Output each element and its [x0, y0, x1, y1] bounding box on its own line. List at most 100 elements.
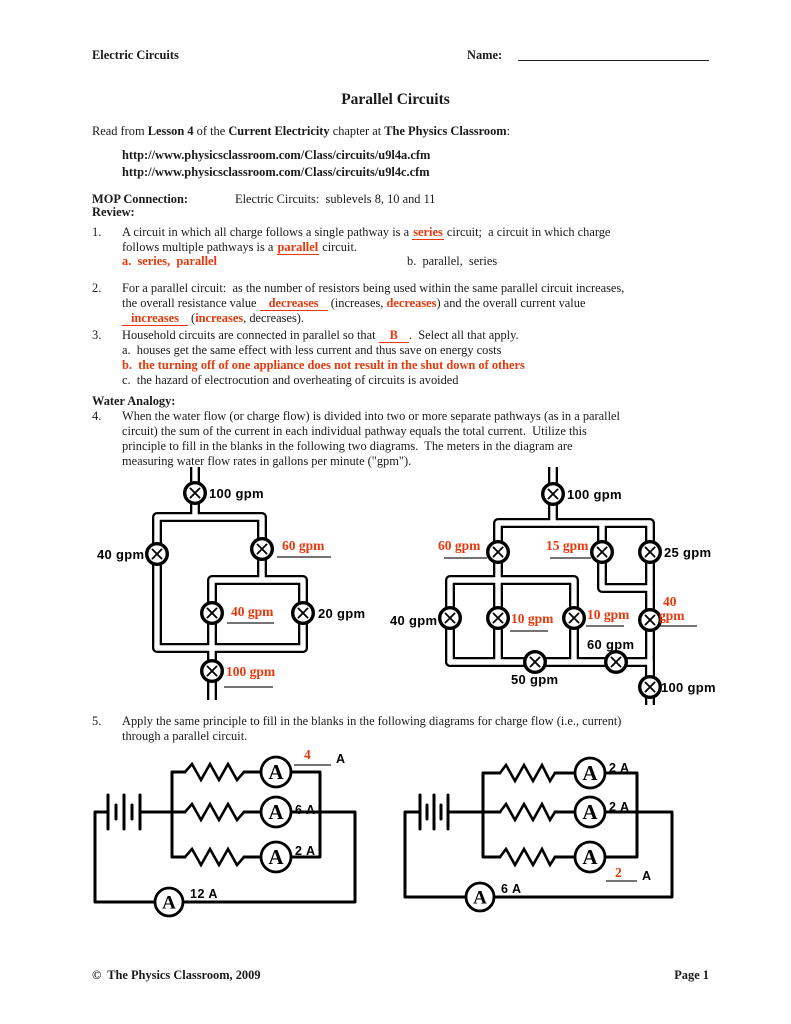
q1-text: A circuit in which all charge follows a … — [122, 225, 413, 239]
q1-line-2: follows multiple pathways is a parallel … — [122, 240, 357, 255]
page-number: Page 1 — [674, 968, 709, 982]
meter-label-left: 40 gpm — [97, 547, 144, 562]
flow-meter — [540, 481, 566, 507]
wires — [93, 770, 357, 904]
q2-text: ( — [187, 311, 196, 325]
q3-number: 3. — [92, 328, 102, 342]
current-label-total: 12 A — [190, 887, 218, 901]
answer-label-60gpm: 60 gpm — [282, 538, 325, 553]
q5-line-2: through a parallel circuit. — [122, 729, 248, 743]
q2-answer-increases: increases — [122, 311, 188, 326]
meter-label-40gpm: 40 gpm — [390, 613, 437, 628]
url-1: http://www.physicsclassroom.com/Class/ci… — [122, 148, 431, 162]
wires — [403, 771, 674, 899]
flow-meter — [199, 600, 225, 626]
q4-line-2: circuit) the sum of the current in each … — [122, 424, 587, 438]
read-text: Read from — [92, 124, 148, 138]
answer-label-100gpm: 100 gpm — [226, 664, 276, 679]
q2-text: (increases, — [327, 296, 387, 310]
page-title: Parallel Circuits — [341, 91, 450, 108]
flow-meter — [199, 658, 225, 684]
meter-label-100gpm: 100 gpm — [661, 680, 716, 695]
q4-number: 4. — [92, 409, 102, 423]
q2-red-increases: increases — [195, 311, 244, 325]
answer-label-40-line1: 40 — [663, 594, 677, 609]
flow-meter — [637, 607, 663, 633]
review-heading: Review: — [92, 205, 135, 219]
lesson-ref: Lesson 4 — [147, 124, 194, 138]
q3-option-b-answer: b. the turning off of one appliance does… — [122, 358, 525, 372]
q2-line-3: increases (increases, decreases). — [122, 311, 305, 326]
answer-current-bottom: 2 — [615, 865, 622, 880]
current-label-top: 2 A — [609, 761, 630, 775]
q3-answer-b: B — [378, 328, 409, 343]
answer-label-40gpm: 40 gpm — [231, 604, 274, 619]
ammeter-letter: A — [473, 888, 487, 909]
battery-icon — [418, 793, 450, 831]
footer-copyright: © The Physics Classroom, 2009 — [92, 968, 261, 982]
q1-choice-a: a. series, parallel — [122, 254, 217, 268]
q4-line-3: principle to fill in the blanks in the f… — [122, 439, 573, 453]
answer-label-10gpm-b: 10 gpm — [587, 607, 630, 622]
resistor-icon — [498, 846, 557, 868]
chapter-ref: Current Electricity — [228, 124, 330, 138]
q1-answer-parallel: parallel — [276, 240, 320, 255]
flow-meter — [290, 600, 316, 626]
q2-text: ) and the overall current value — [436, 296, 586, 310]
q2-number: 2. — [92, 281, 102, 295]
q3-text: . Select all that apply. — [408, 328, 519, 342]
current-label-mid: 6 A — [295, 803, 316, 817]
q2-answer-decreases: decreases — [259, 296, 328, 311]
circuit-diagram-right: A A A A 2 A 2 A 2 A 6 A — [403, 756, 674, 913]
q4-line-1: When the water flow (or charge flow) is … — [122, 409, 620, 423]
q2-line-1: For a parallel circuit: as the number of… — [122, 281, 625, 295]
read-text: of the — [193, 124, 229, 138]
current-label-total: 6 A — [501, 882, 522, 896]
name-label: Name: — [467, 48, 503, 62]
q2-text: , decreases). — [243, 311, 305, 325]
meter-label-60gpm: 60 gpm — [587, 637, 634, 652]
ammeter-letter: A — [268, 845, 284, 869]
flow-meter — [603, 649, 629, 675]
flow-meter — [522, 649, 548, 675]
unit-label: A — [336, 752, 346, 766]
meter-label-top: 100 gpm — [567, 487, 622, 502]
header-course: Electric Circuits — [92, 48, 179, 62]
ammeter-letter: A — [582, 845, 598, 869]
flow-meter — [249, 536, 275, 562]
resistor-icon — [498, 801, 557, 823]
ammeter-icon: A — [259, 795, 293, 829]
site-ref: The Physics Classroom — [384, 124, 507, 138]
ammeter-icon: A — [259, 840, 293, 874]
q1-text: follows multiple pathways is a — [122, 240, 277, 254]
water-diagram-left: 100 gpm 40 gpm 60 gpm 40 gpm 20 gpm 100 … — [97, 467, 365, 700]
q2-text: the overall resistance value — [122, 296, 260, 310]
q2-red-decreases: decreases — [386, 296, 437, 310]
flow-meter — [589, 539, 615, 565]
answer-label-40-line2: gpm — [659, 608, 685, 623]
read-from-line: Read from Lesson 4 of the Current Electr… — [92, 124, 510, 138]
ammeter-letter: A — [162, 893, 176, 914]
meter-label-20gpm: 20 gpm — [318, 606, 365, 621]
read-text: : — [506, 124, 511, 138]
ammeter-letter: A — [582, 800, 598, 824]
q1-answer-series: series — [412, 225, 444, 240]
ammeter-letter: A — [268, 760, 284, 784]
water-analogy-heading: Water Analogy: — [92, 394, 176, 408]
q3-text: Household circuits are connected in para… — [122, 328, 379, 342]
answer-label-15gpm: 15 gpm — [546, 538, 589, 553]
flow-meter — [637, 674, 663, 700]
meter-label-50gpm: 50 gpm — [511, 672, 558, 687]
q1-choice-b: b. parallel, series — [407, 254, 498, 268]
read-text: chapter at — [329, 124, 385, 138]
ammeter-icon: A — [573, 756, 607, 790]
ammeter-letter: A — [582, 761, 598, 785]
mop-label: MOP Connection: — [92, 192, 189, 206]
ammeter-icon: A — [259, 755, 293, 789]
meter-label-top: 100 gpm — [209, 486, 264, 501]
q3-line-1: Household circuits are connected in para… — [122, 328, 519, 343]
q1-line-1: A circuit in which all charge follows a … — [122, 225, 610, 240]
ammeter-icon: A — [573, 840, 607, 874]
current-label-mid: 2 A — [609, 800, 630, 814]
